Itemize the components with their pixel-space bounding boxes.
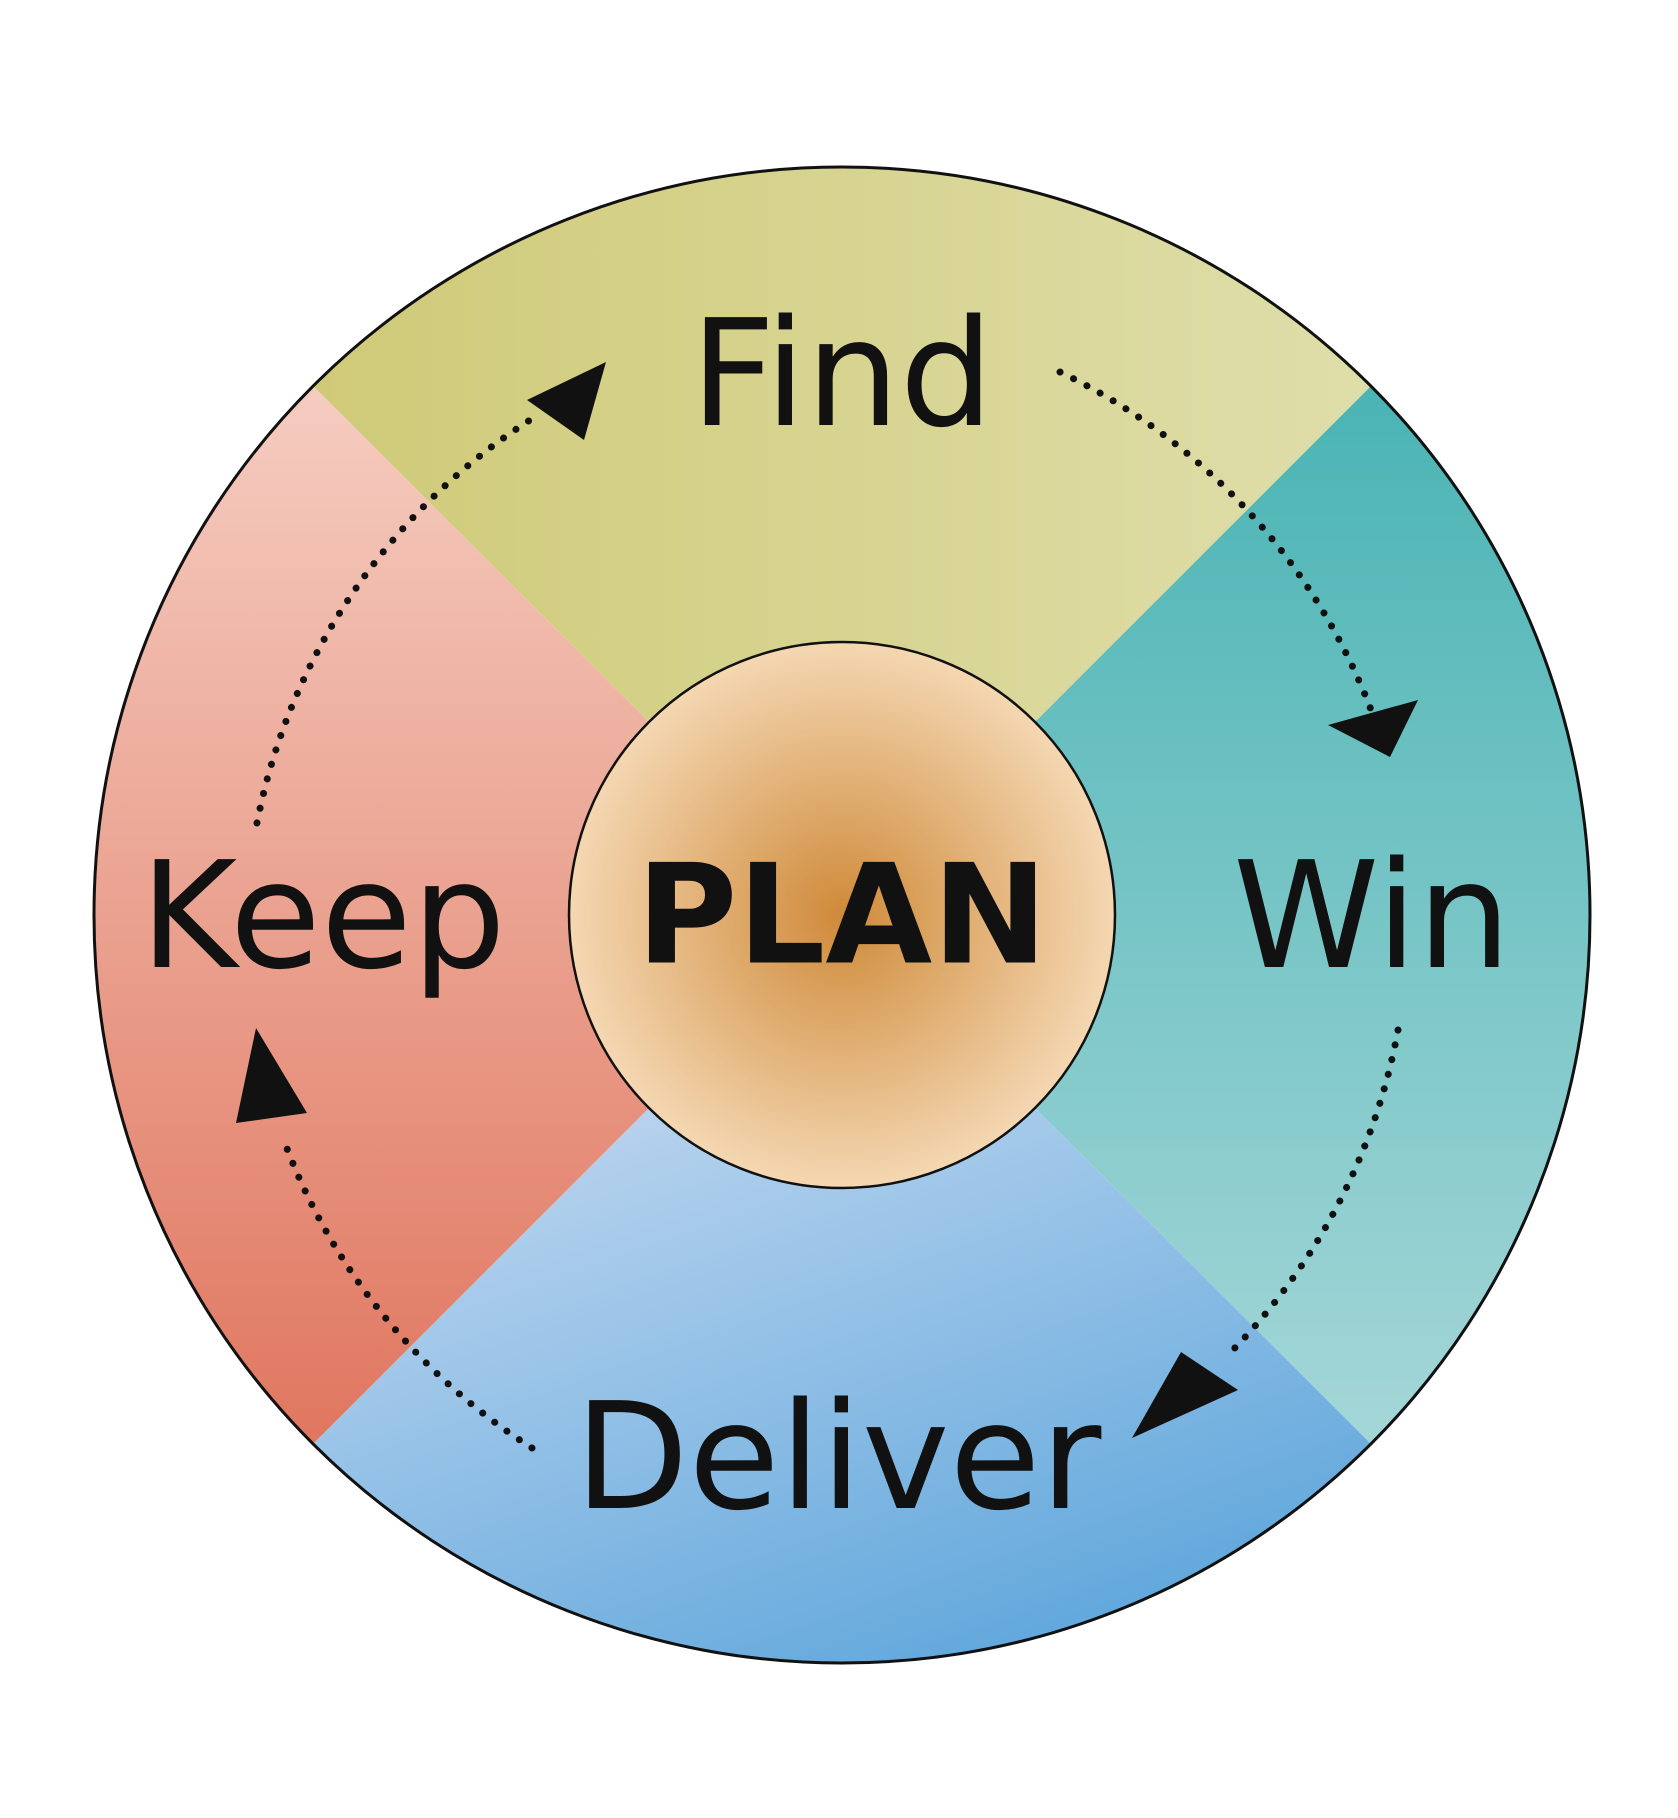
stage-label-deliver: Deliver (575, 1371, 1102, 1543)
stage-label-keep: Keep (140, 830, 506, 1002)
outer-circle-outline (92, 165, 1592, 1665)
arrowhead-find-to-win (1328, 700, 1418, 757)
center-circle (567, 640, 1117, 1190)
stage-label-find: Find (690, 288, 993, 460)
center-label: PLAN (636, 835, 1047, 996)
arrowhead-keep-to-find (527, 362, 606, 440)
arrow-deliver-to-keep (279, 1134, 536, 1452)
arrowhead-win-to-deliver (1132, 1352, 1238, 1438)
stage-label-win: Win (1233, 830, 1511, 1002)
arrowhead-deliver-to-keep (236, 1028, 307, 1123)
